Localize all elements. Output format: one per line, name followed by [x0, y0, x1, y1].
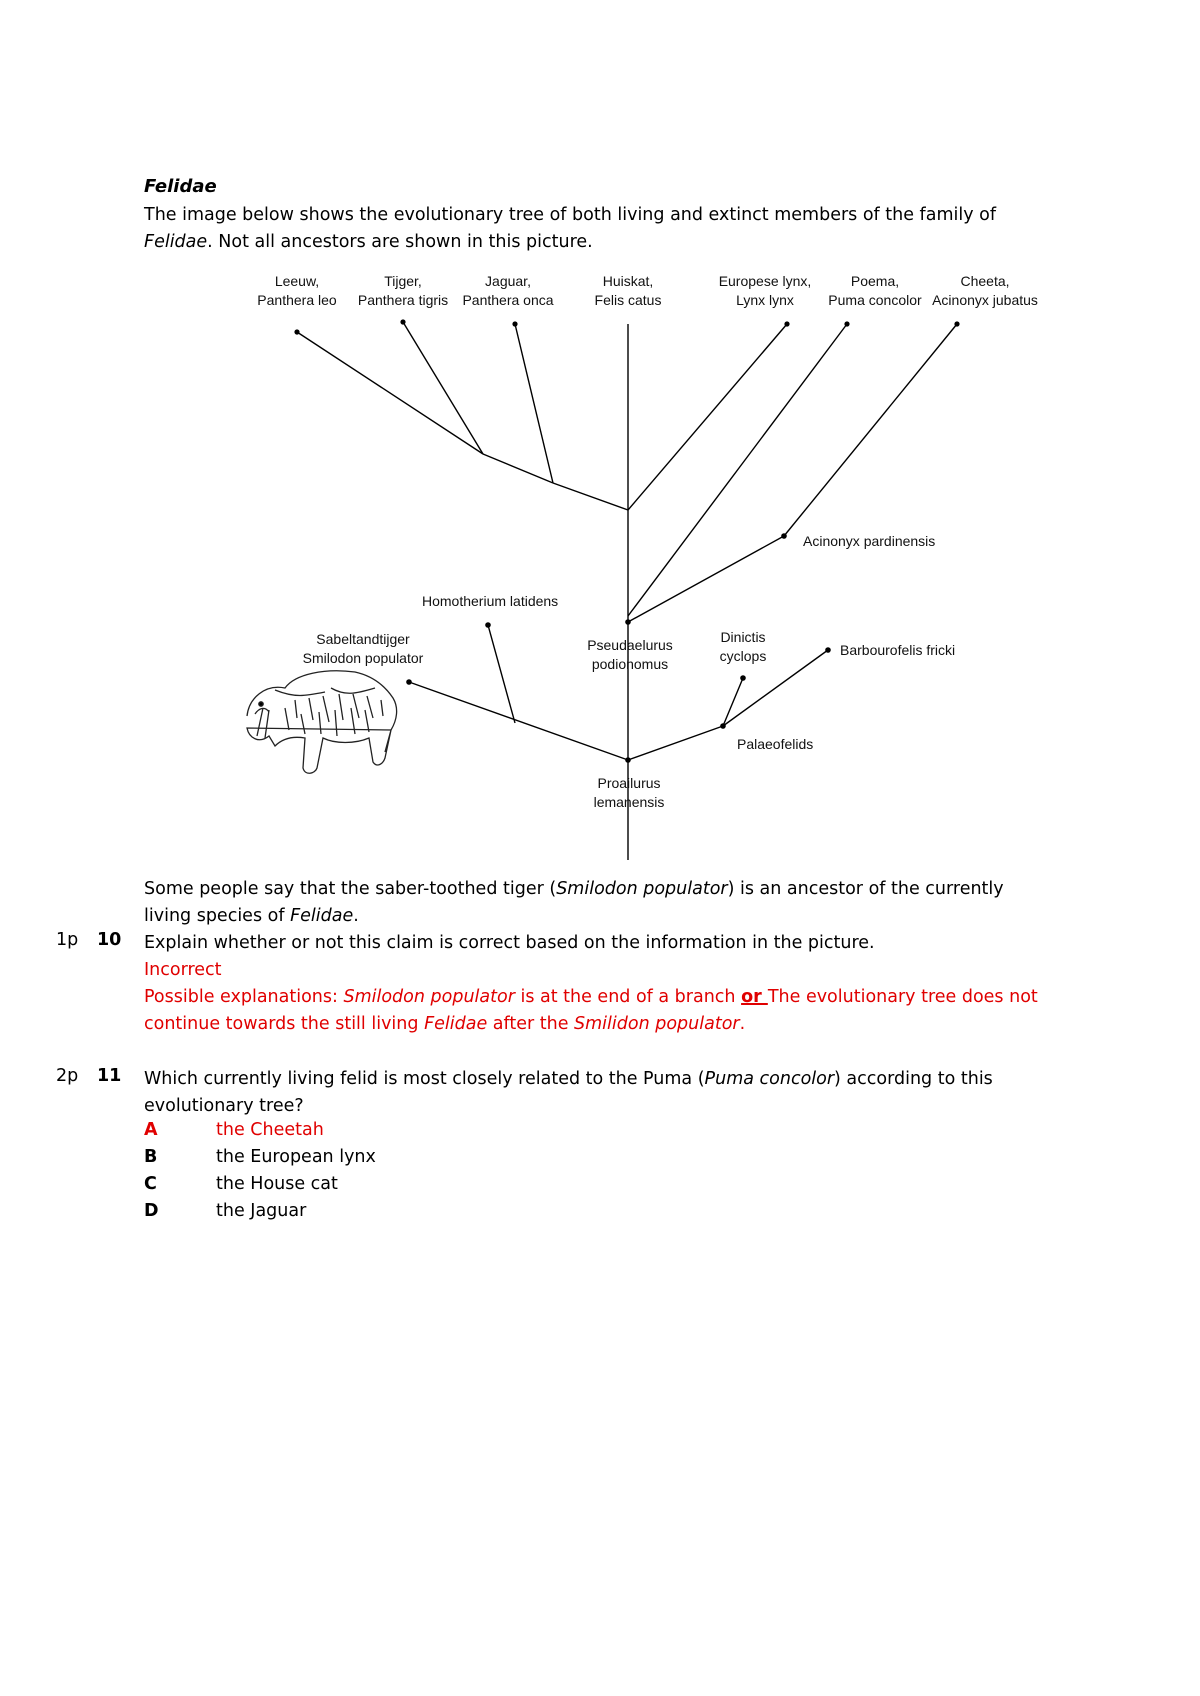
label-acinonyx-pardinensis: Acinonyx pardinensis [803, 533, 935, 549]
label-tijger-2: Panthera tigris [358, 292, 448, 308]
option-a-text: the Cheetah [216, 1120, 324, 1140]
branch-jaguar [514, 323, 554, 484]
question-10-text: Explain whether or not this claim is cor… [144, 933, 875, 953]
option-c-text: the House cat [216, 1174, 338, 1194]
label-leeuw-1: Leeuw, [275, 273, 319, 289]
node-acinonyx-pardinensis [781, 533, 787, 539]
question-10-points: 1p [56, 930, 79, 950]
expl-2: Smilodon populator [343, 987, 515, 1007]
context-felidae: Felidae [290, 906, 354, 926]
expl-or: or [741, 987, 768, 1007]
label-cheeta-2: Acinonyx jubatus [932, 292, 1038, 308]
branch-homotherium [487, 624, 516, 724]
branch-smilodon [408, 681, 629, 761]
label-lynx-1: Europese lynx, [719, 273, 812, 289]
branch-cheeta [783, 323, 958, 537]
evolutionary-tree-figure: Leeuw, Panthera leo Tijger, Panthera tig… [246, 273, 1038, 860]
node-jaguar [512, 321, 518, 327]
label-pseudaelurus-2: podionomus [592, 656, 668, 672]
expl-8: . [739, 1014, 746, 1034]
label-tijger-1: Tijger, [384, 273, 422, 289]
node-leeuw [294, 329, 300, 335]
label-pseudaelurus-1: Pseudaelurus [587, 637, 673, 653]
branch-panthera-a [482, 453, 554, 484]
label-proailurus-1: Proailurus [597, 775, 660, 791]
context-text-3: . [353, 906, 359, 926]
intro-paragraph: The image below shows the evolutionary t… [144, 202, 1064, 256]
branch-acinonyx [627, 535, 785, 623]
option-c-letter: C [144, 1174, 157, 1194]
node-tijger [400, 319, 406, 325]
node-cheeta [954, 321, 960, 327]
node-lynx [784, 321, 790, 327]
label-proailurus-2: lemanensis [594, 794, 665, 810]
context-paragraph: Some people say that the saber-toothed t… [144, 876, 1044, 930]
branch-palaeofelids [627, 725, 724, 761]
q11-text-2: ) according to this evolutionary tree? [144, 1069, 993, 1116]
label-smilodon-2: Smilodon populator [303, 650, 424, 666]
branch-dinictis [722, 677, 744, 727]
option-a-letter: A [144, 1120, 158, 1140]
option-b-text: the European lynx [216, 1147, 376, 1167]
intro-text-2: . Not all ancestors are shown in this pi… [207, 232, 593, 252]
node-smilodon [406, 679, 412, 685]
branch-lynx [627, 323, 788, 511]
context-text-2: ) is an ancestor of the currently living… [144, 879, 1004, 926]
label-leeuw-2: Panthera leo [257, 292, 337, 308]
option-d-letter: D [144, 1201, 159, 1221]
context-text-1: Some people say that the saber-toothed t… [144, 879, 557, 899]
expl-4: The evolutionary tree does not continue … [144, 987, 1038, 1034]
label-homotherium: Homotherium latidens [422, 593, 558, 609]
label-jaguar-2: Panthera onca [462, 292, 553, 308]
question-10-explanation: Possible explanations: Smilodon populato… [144, 984, 1074, 1038]
intro-felidae: Felidae [144, 232, 208, 252]
label-lynx-2: Lynx lynx [736, 292, 794, 308]
q11-text-1: Which currently living felid is most clo… [144, 1069, 705, 1089]
q11-puma: Puma concolor [704, 1069, 835, 1089]
question-11-text: Which currently living felid is most clo… [144, 1066, 1044, 1120]
question-10-number: 10 [97, 930, 122, 950]
node-pseudaelurus [625, 619, 631, 625]
label-jaguar-1: Jaguar, [485, 273, 531, 289]
option-b-letter: B [144, 1147, 158, 1167]
label-dinictis-1: Dinictis [720, 629, 765, 645]
expl-6: after the [487, 1014, 575, 1034]
expl-1: Possible explanations: [144, 987, 344, 1007]
option-d-text: the Jaguar [216, 1201, 307, 1221]
intro-text-1: The image below shows the evolutionary t… [144, 205, 996, 225]
expl-7: Smilidon populator [574, 1014, 740, 1034]
section-heading: Felidae [144, 176, 217, 197]
expl-5: Felidae [424, 1014, 488, 1034]
label-poema-1: Poema, [851, 273, 899, 289]
branch-barbourofelis [722, 649, 829, 727]
node-homotherium [485, 622, 491, 628]
node-poema [844, 321, 850, 327]
node-barbourofelis [825, 647, 831, 653]
label-dinictis-2: cyclops [720, 648, 767, 664]
question-11-points: 2p [56, 1066, 79, 1086]
label-huiskat-1: Huiskat, [603, 273, 654, 289]
sabre-tooth-cat-illustration [246, 670, 398, 774]
label-barbourofelis: Barbourofelis fricki [840, 642, 955, 658]
question-10-answer: Incorrect [144, 960, 222, 980]
node-proailurus [625, 757, 631, 763]
branch-panthera-b [552, 482, 629, 511]
node-dinictis [740, 675, 746, 681]
label-cheeta-1: Cheeta, [960, 273, 1009, 289]
context-smilodon: Smilodon populator [556, 879, 728, 899]
branch-tijger [402, 321, 484, 455]
label-smilodon-1: Sabeltandtijger [316, 631, 410, 647]
question-11-number: 11 [97, 1066, 122, 1086]
label-huiskat-2: Felis catus [595, 292, 662, 308]
label-poema-2: Puma concolor [828, 292, 922, 308]
branch-poema [627, 323, 848, 617]
expl-3: is at the end of a branch [514, 987, 742, 1007]
branch-leeuw [296, 331, 484, 455]
label-palaeofelids: Palaeofelids [737, 736, 813, 752]
node-palaeofelids [720, 723, 726, 729]
